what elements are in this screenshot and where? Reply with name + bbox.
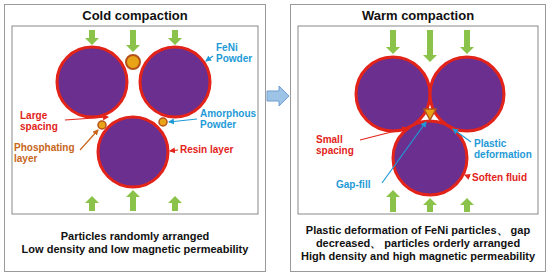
summary-text: High density and high magnetic permeabil… — [301, 250, 535, 263]
pressure-arrows — [85, 30, 474, 212]
amorphous-particle — [126, 55, 140, 69]
leader-lines — [65, 56, 471, 183]
inner-frame — [298, 26, 538, 214]
callout-label: Amorphous Powder — [200, 108, 256, 130]
panel-summary: Particles randomly arrangedLow density a… — [9, 217, 261, 269]
summary-text: Low density and low magnetic permeabilit… — [22, 243, 249, 256]
callout-label: Large spacing — [20, 110, 58, 132]
gap-fill-blob — [424, 109, 436, 120]
callout-label: Small spacing — [316, 134, 354, 156]
callout-label: FeNi Powder — [216, 42, 252, 64]
callout-label: Phosphating layer — [14, 142, 75, 164]
panel-title: Warm compaction — [291, 8, 545, 24]
feni-particles — [57, 47, 210, 187]
amorphous-particle — [98, 121, 106, 129]
amorphous-particle — [159, 118, 167, 126]
process-arrow — [267, 86, 289, 106]
summary-text: Plastic deformation of FeNi particles、 g… — [295, 224, 541, 250]
callout-label: Gap-fill — [336, 179, 370, 190]
callout-label: Soften fluid — [472, 172, 527, 183]
inner-frame — [12, 26, 258, 214]
summary-text: Particles randomly arranged — [61, 230, 210, 243]
panel-summary: Plastic deformation of FeNi particles、 g… — [295, 217, 541, 269]
panel-title: Cold compaction — [5, 8, 265, 24]
callout-label: Plastic deformation — [474, 138, 532, 160]
callout-label: Resin layer — [180, 144, 233, 155]
